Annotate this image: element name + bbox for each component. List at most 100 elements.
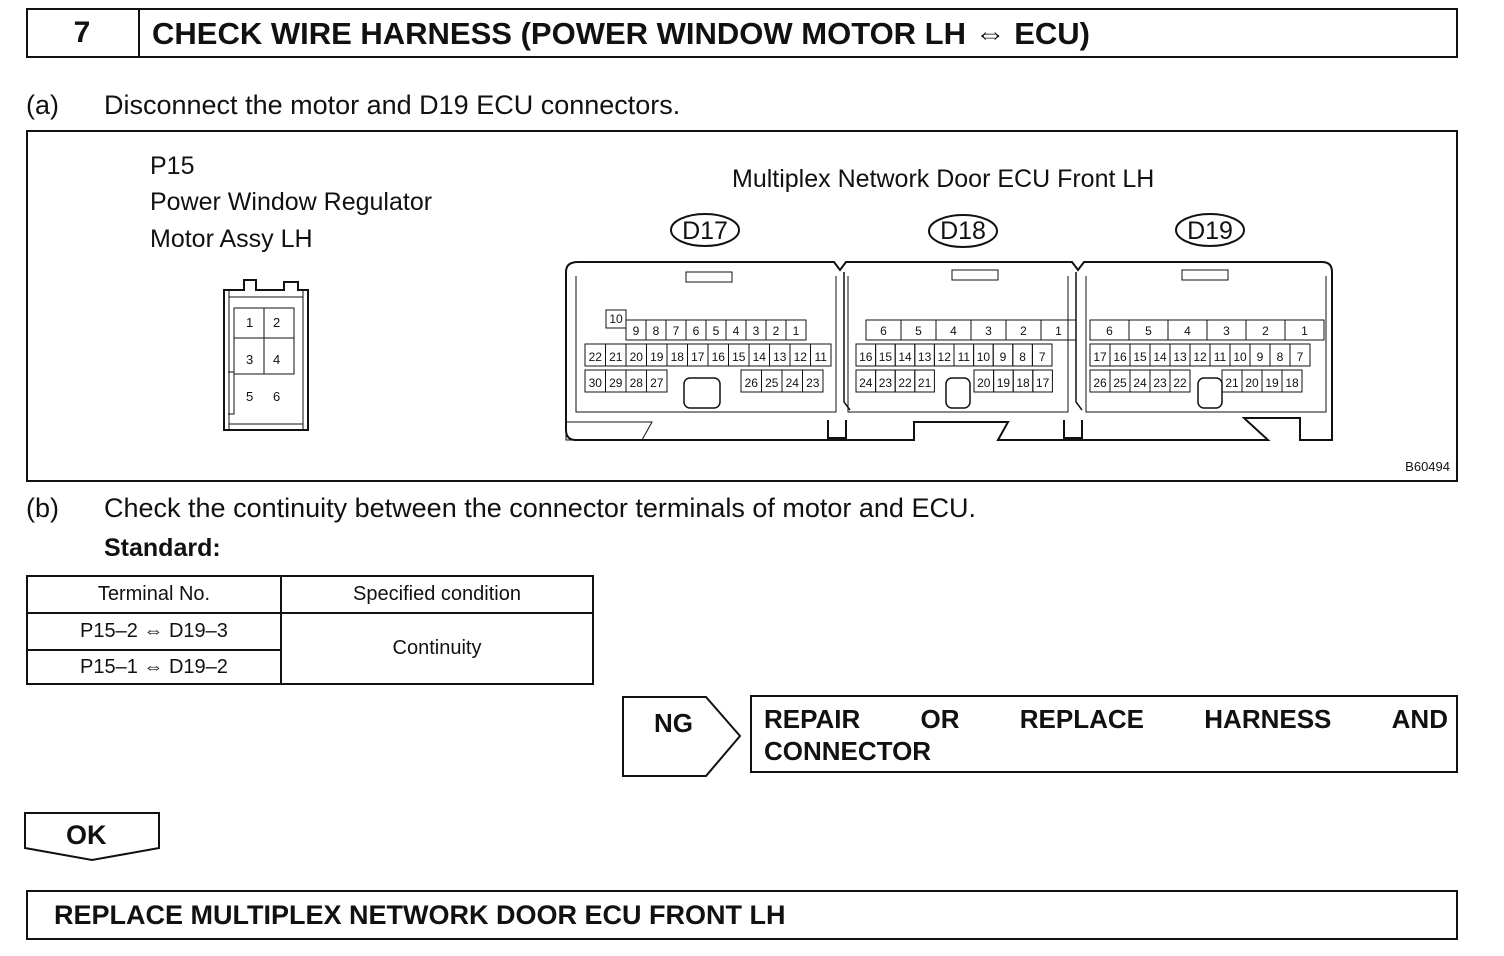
ecu-connector-id-d18: D18 [940,217,986,245]
d17-pin-label: 16 [712,350,726,364]
step-title: CHECK WIRE HARNESS (POWER WINDOW MOTOR L… [152,16,1091,51]
d18-pin-label: 14 [898,350,912,364]
d17-pin-label: 4 [733,324,740,338]
ok-result-box [26,890,1458,940]
d19-pin-label: 24 [1133,376,1147,390]
d17-pin-label: 17 [691,350,705,364]
ng-result-word: REPLACE [1019,704,1145,734]
d17-pin-label: 9 [633,324,640,338]
d18-pin-label: 7 [1039,350,1046,364]
d18-pin-label: 3 [985,324,992,338]
d17-cell [810,343,832,367]
d19-pin-label: 9 [1257,350,1264,364]
d19-pin-label: 4 [1184,324,1191,338]
d19-cell [1284,319,1325,341]
motor-pin-1: 1 [246,315,254,330]
d19-pin-label: 26 [1093,376,1107,390]
d19-cell [1281,369,1303,393]
d17-pin-label: 1 [793,324,800,338]
step-number: 7 [26,8,140,58]
d19-pin-label: 8 [1277,350,1284,364]
d19-pin-label: 13 [1173,350,1187,364]
d17-pin-label: 20 [630,350,644,364]
d18-pin-label: 15 [879,350,893,364]
motor-pin-3: 3 [246,352,254,367]
d18-pin-label: 1 [1055,324,1062,338]
d19-pin-label: 1 [1301,324,1308,338]
d18-cell [1031,343,1053,367]
d19-pin-label: 12 [1193,350,1207,364]
motor-connector-name-line2: Motor Assy LH [150,225,313,253]
d17-pin-label: 15 [732,350,746,364]
d17-pin-label: 22 [589,350,603,364]
d17-cell [605,309,627,329]
spec-row-2-terminal: P15–1 ⇔ D19–2 [26,649,282,685]
spec-header-condition: Specified condition [280,575,594,614]
d19-pin-label: 25 [1113,376,1127,390]
d18-pin-label: 11 [958,350,971,364]
d17-pin-label: 12 [794,350,808,364]
d19-pin-label: 7 [1297,350,1304,364]
motor-pin-6: 6 [273,389,281,404]
ecu-title: Multiplex Network Door ECU Front LH [732,165,1155,193]
motor-connector-outline [223,279,309,431]
spec-condition: Continuity [280,612,594,685]
d17-cell [785,319,807,341]
d18-cell [914,369,935,393]
d18-pin-label: 8 [1019,350,1026,364]
ok-arrow [24,812,160,862]
figure-code: B60494 [1405,459,1450,474]
d17-pin-label: 26 [745,376,759,390]
d17-pin-label: 21 [609,350,623,364]
d17-pin-label: 10 [609,312,623,326]
ng-result-line1: REPAIR OR REPLACE HARNESS AND [764,704,1448,735]
d19-cell [1289,343,1311,367]
ecu-connector-id-d19: D19 [1187,217,1233,245]
d19-pin-label: 15 [1133,350,1147,364]
d17-pin-label: 11 [815,350,828,364]
d19-pin-label: 18 [1285,376,1299,390]
d18-pin-label: 5 [915,324,922,338]
d17-pin-label: 23 [806,376,820,390]
motor-connector-name-line1: Power Window Regulator [150,188,433,216]
d19-pin-label: 14 [1153,350,1167,364]
d18-pin-label: 22 [898,376,912,390]
d17-pin-label: 29 [609,376,623,390]
ng-result-word: AND [1391,704,1448,734]
d18-pin-label: 6 [880,324,887,338]
d19-pin-label: 20 [1245,376,1259,390]
connector-figure: P15 Power Window Regulator Motor Assy LH… [26,130,1458,482]
d17-pin-label: 18 [671,350,685,364]
d18-cell [1032,369,1053,393]
step-header [26,8,1458,58]
ng-arrow [622,696,742,777]
d17-pin-label: 8 [653,324,660,338]
spec-row-1-terminal: P15–2 ⇔ D19–3 [26,612,282,651]
ng-result-line2: CONNECTOR [764,736,932,766]
motor-pin-5: 5 [246,389,254,404]
d18-pin-label: 19 [997,376,1011,390]
d17-pin-label: 30 [589,376,603,390]
d19-pin-label: 3 [1223,324,1230,338]
d17-pin-label: 14 [753,350,767,364]
d17-pin-label: 5 [713,324,720,338]
step-b-text: Check the continuity between the connect… [104,493,976,523]
ng-result-word: OR [920,704,960,734]
d19-pin-label: 10 [1233,350,1247,364]
spec-table: Terminal No. Specified condition P15–2 ⇔… [26,575,594,685]
d19-pin-label: 6 [1106,324,1113,338]
d19-pin-label: 17 [1093,350,1107,364]
d19-pin-label: 11 [1214,350,1227,364]
d18-cell [1040,319,1077,341]
step-a-text: Disconnect the motor and D19 ECU connect… [104,90,681,120]
ok-label: OK [66,820,107,850]
ng-result-box [750,695,1458,773]
ecu-connector-id-d17: D17 [682,217,728,245]
ng-result-word: HARNESS [1204,704,1332,734]
d18-pin-label: 18 [1016,376,1030,390]
ng-label: NG [654,708,693,738]
motor-pin-4: 4 [273,352,281,367]
step-b-label: (b) [26,493,59,523]
d18-pin-label: 4 [950,324,957,338]
ecu-body [565,261,1333,441]
